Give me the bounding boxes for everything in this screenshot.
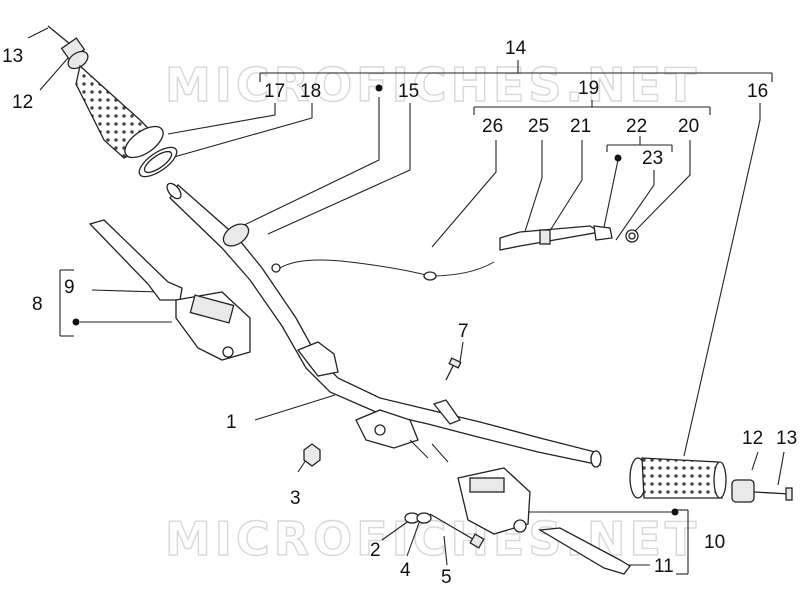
left-grip-assembly [47, 25, 178, 178]
callout-14: 14 [505, 38, 527, 59]
callout-21: 21 [570, 116, 591, 137]
callout-10: 10 [704, 532, 725, 553]
callout-labels: 13 12 14 17 18 15 19 16 26 25 21 22 20 2… [2, 38, 797, 588]
fasteners [303, 357, 485, 549]
left-brake-assembly [88, 219, 251, 361]
throttle-cable-assembly [271, 225, 639, 281]
callout-4: 4 [400, 560, 411, 581]
callout-25: 25 [528, 116, 549, 137]
callout-20: 20 [678, 116, 699, 137]
callout-15: 15 [398, 81, 419, 102]
group-bracket-22 [606, 136, 673, 152]
group-bracket-8 [59, 269, 74, 337]
callout-23: 23 [642, 148, 663, 169]
callout-26: 26 [482, 116, 503, 137]
callout-12-right: 12 [742, 428, 763, 449]
watermark-bottom: MICROFICHES.NET [165, 512, 700, 566]
group-bracket-10 [676, 509, 689, 575]
callout-9: 9 [64, 277, 75, 298]
callout-12-left: 12 [12, 92, 33, 113]
callout-2: 2 [370, 540, 381, 561]
callout-5: 5 [441, 567, 452, 588]
callout-11: 11 [654, 556, 674, 577]
callout-19: 19 [578, 78, 599, 99]
callout-1: 1 [226, 412, 237, 433]
callout-22: 22 [626, 116, 647, 137]
group-bracket-14 [259, 60, 773, 82]
callout-17: 17 [264, 81, 285, 102]
callout-18: 18 [300, 81, 321, 102]
right-brake-assembly [457, 467, 631, 575]
callout-13-left: 13 [2, 46, 23, 67]
callout-3: 3 [290, 488, 301, 509]
watermark-top: MICROFICHES.NET [165, 58, 700, 112]
handlebar-tube [166, 182, 602, 468]
group-bracket-19 [473, 100, 711, 115]
callout-8: 8 [32, 294, 43, 315]
callout-16: 16 [747, 81, 768, 102]
callout-7: 7 [458, 321, 469, 342]
right-grip-assembly [629, 457, 793, 503]
callout-13-right: 13 [776, 428, 797, 449]
